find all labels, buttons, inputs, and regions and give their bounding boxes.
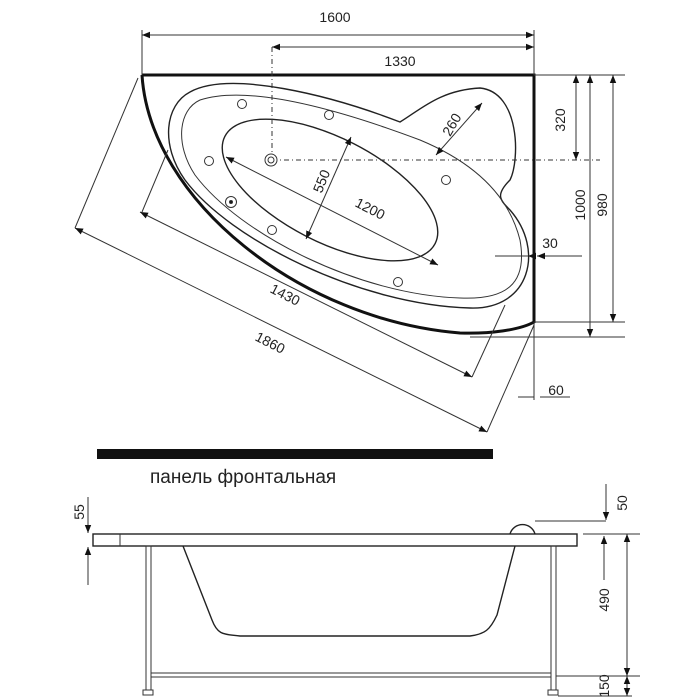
jet-icon xyxy=(324,110,334,120)
jet-icon xyxy=(267,225,277,235)
rim-outer xyxy=(167,82,530,309)
dim-980: 980 xyxy=(594,193,610,217)
rim-inner xyxy=(181,94,522,299)
dim-60: 60 xyxy=(548,382,564,398)
dim-55: 55 xyxy=(71,504,87,520)
tub-rim xyxy=(92,533,578,547)
side-dimension-lines xyxy=(84,484,640,697)
dim-150: 150 xyxy=(596,674,612,698)
dim-320: 320 xyxy=(552,108,568,132)
top-view: 1600 1330 320 1000 980 260 550 1200 30 1… xyxy=(74,9,625,433)
jet-icon xyxy=(204,156,214,166)
front-panel-bar xyxy=(97,449,493,459)
dim-50: 50 xyxy=(614,495,630,511)
dim-30: 30 xyxy=(542,235,558,251)
crossbar xyxy=(150,672,552,678)
dim-1200: 1200 xyxy=(353,194,388,222)
dim-1330: 1330 xyxy=(384,53,415,69)
tub-basin xyxy=(182,545,516,637)
side-view: 55 50 490 150 xyxy=(71,484,640,698)
dim-1430: 1430 xyxy=(268,280,303,308)
dim-1000: 1000 xyxy=(572,189,588,220)
foot-left xyxy=(142,689,154,696)
dim-1600: 1600 xyxy=(319,9,350,25)
dim-260: 260 xyxy=(439,110,465,138)
dim-550: 550 xyxy=(310,167,334,195)
drain-icon-inner xyxy=(267,156,275,164)
basin xyxy=(221,118,439,262)
leg-right xyxy=(550,545,557,691)
jet-icon xyxy=(237,99,247,109)
control-dot xyxy=(229,200,233,204)
jet-icon xyxy=(393,277,403,287)
jet-icon xyxy=(441,175,451,185)
dim-1860: 1860 xyxy=(253,328,288,356)
dimension-lines xyxy=(74,30,625,433)
front-panel-label: панель фронтальная xyxy=(150,467,336,488)
headrest-bump xyxy=(509,523,536,535)
leg-left xyxy=(145,545,152,691)
dim-490: 490 xyxy=(596,588,612,612)
foot-right xyxy=(547,689,559,696)
tub-outline xyxy=(140,73,536,335)
